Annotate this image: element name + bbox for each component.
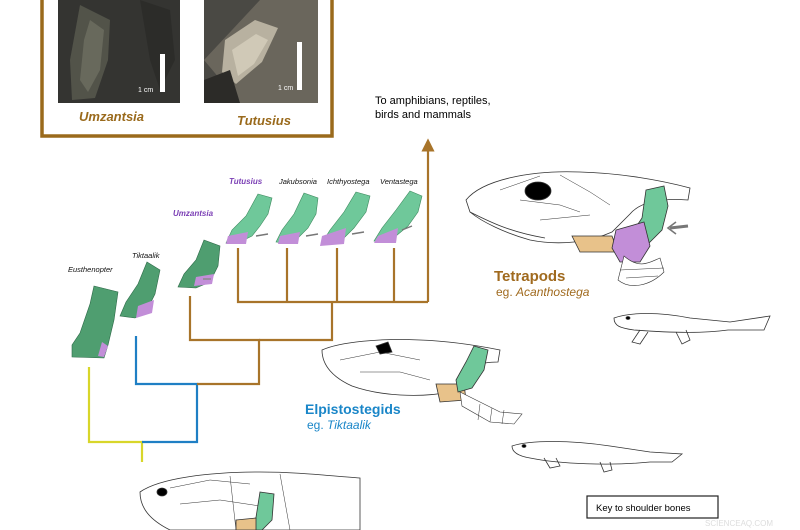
taxon-label-ichthyostega: Ichthyostega — [327, 177, 370, 186]
bone-tutusius — [225, 193, 273, 244]
bone-ichthyostega — [320, 191, 371, 246]
bone-eusthenopter — [71, 285, 119, 359]
eye-socket — [524, 181, 552, 201]
eusthenopteron-head-illustration — [139, 471, 361, 530]
photo-tutusius: 1 cm — [204, 0, 318, 103]
photo-umzantsia: 1 cm — [58, 0, 180, 103]
bone-tiktaalik — [119, 261, 161, 319]
bone-umzantsia — [177, 239, 221, 289]
scale-label: 1 cm — [138, 87, 153, 94]
destination-line-2: birds and mammals — [375, 109, 471, 121]
eg-prefix: eg. — [307, 418, 324, 432]
tiktaalik-head-illustration — [321, 339, 523, 425]
photo-label-umzantsia: Umzantsia — [79, 109, 144, 124]
phylogeny-tree — [87, 138, 435, 462]
branch-tiktaalik — [134, 336, 199, 444]
scale-bar — [160, 54, 165, 92]
acanthostega-body-illustration — [613, 313, 771, 345]
group-example-tetrapods: eg. Acanthostega — [496, 285, 590, 299]
bone-jakubsonia — [275, 192, 319, 244]
branch-tetrapod-crown — [236, 248, 428, 304]
branch-eusthenopter — [87, 367, 144, 462]
eg-species: Tiktaalik — [327, 418, 372, 432]
tiktaalik-body-illustration — [511, 441, 684, 473]
destination-line-1: To amphibians, reptiles, — [375, 95, 491, 107]
taxon-label-ventastega: Ventastega — [380, 177, 418, 186]
group-label-elpistostegids: Elpistostegids — [305, 401, 401, 417]
scale-label: 1 cm — [278, 85, 293, 92]
taxon-labels: Eusthenopter Tiktaalik Umzantsia Tutusiu… — [68, 177, 418, 274]
branch-umzantsia — [188, 296, 261, 386]
eg-prefix: eg. — [496, 285, 513, 299]
taxon-label-jakubsonia: Jakubsonia — [278, 177, 317, 186]
acanthostega-head-illustration — [465, 171, 691, 286]
key-box: Key to shoulder bones — [586, 495, 719, 519]
key-label: Key to shoulder bones — [596, 503, 691, 514]
group-label-tetrapods: Tetrapods — [494, 268, 565, 285]
taxon-label-umzantsia: Umzantsia — [173, 209, 214, 218]
taxon-label-tutusius: Tutusius — [229, 177, 263, 186]
photo-label-tutusius: Tutusius — [237, 113, 291, 128]
shoulder-bones — [71, 190, 423, 359]
group-example-elpistostegids: eg. Tiktaalik — [307, 418, 372, 432]
key-frame — [586, 495, 719, 519]
fossil-photo-panel: 1 cm 1 cm Umzantsia Tutusius — [40, 0, 334, 138]
eg-species: Acanthostega — [515, 285, 590, 299]
destination-label: To amphibians, reptiles, birds and mamma… — [375, 95, 494, 121]
taxon-label-eusthenopter: Eusthenopter — [68, 265, 113, 274]
branch-link — [259, 302, 334, 342]
taxon-label-tiktaalik: Tiktaalik — [132, 251, 161, 260]
scale-bar — [297, 42, 302, 90]
watermark: SCIENCEAQ.COM — [705, 519, 773, 528]
bone-ventastega — [373, 190, 423, 243]
eye-socket — [156, 487, 168, 497]
photo-frame — [40, 0, 334, 138]
